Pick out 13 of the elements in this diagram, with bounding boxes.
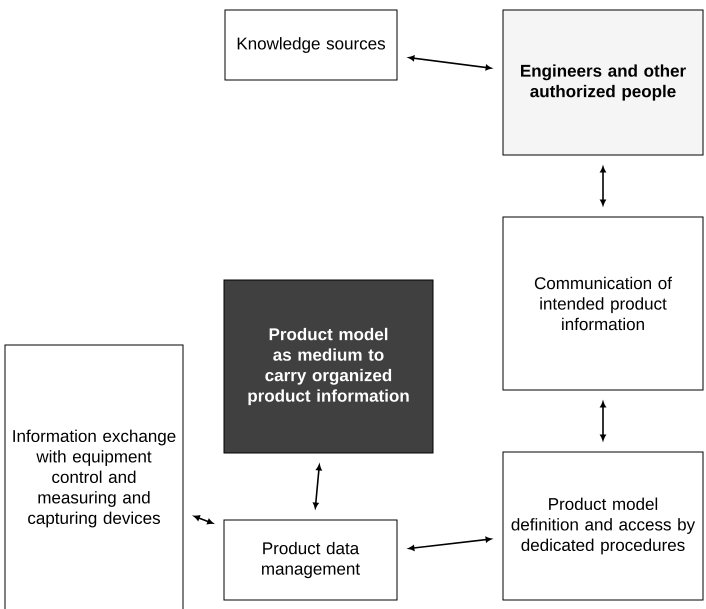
arrow — [408, 536, 492, 551]
arrow — [600, 402, 606, 440]
process-box: Information exchange with equipment control and measuring and capturing devices — [4, 344, 184, 609]
arrow — [194, 515, 214, 524]
process-box: Communication of intended product information — [502, 216, 704, 390]
process-box: Engineers and other authorized people — [502, 9, 704, 156]
arrow — [600, 166, 606, 206]
arrow — [313, 464, 322, 508]
arrow — [408, 55, 492, 70]
process-box: Product model as medium to carry organized product information — [224, 279, 434, 454]
process-box: Product data management — [224, 519, 398, 600]
process-box: Knowledge sources — [224, 9, 398, 80]
process-box: Product model definition and access by dedicated procedures — [502, 451, 704, 600]
